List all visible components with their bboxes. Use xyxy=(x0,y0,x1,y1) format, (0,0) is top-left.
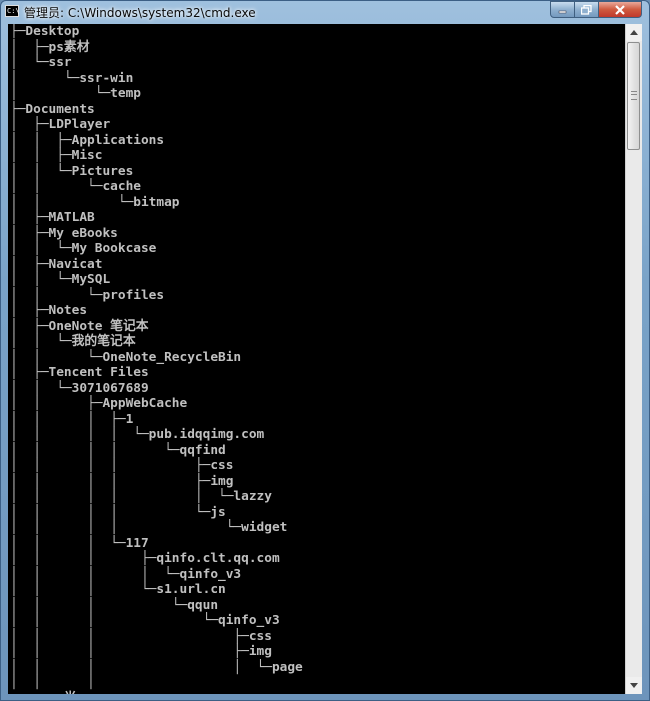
grip-icon xyxy=(631,91,637,100)
console-line: │ │ │ ├─css xyxy=(10,628,272,644)
console-line: │ │ │ │ └─js xyxy=(10,504,226,520)
console-line: │ │ │ │ │ └─lazzy xyxy=(10,489,272,504)
console-line: │ │ └─bitmap xyxy=(10,194,180,210)
console-line: │ ├─Notes xyxy=(10,303,88,318)
console-line: │ │ └─profiles xyxy=(10,287,165,303)
scroll-down-button[interactable] xyxy=(626,677,642,694)
console-line: │ │ │ │ └─pub.idqqimg.com xyxy=(10,427,265,442)
scroll-up-arrow-icon xyxy=(630,30,638,35)
console-line: │ │ │ │ └─qqfind xyxy=(10,442,226,458)
console-line: ├─Desktop xyxy=(10,24,80,39)
console-line: │ ├─OneNote 笔记本 xyxy=(10,318,149,334)
console-line: │ │ └─Pictures xyxy=(10,163,134,179)
console-line: │ │ │ │ ├─img xyxy=(10,473,234,489)
console-line: │ │ ├─Misc xyxy=(10,148,103,163)
console-line: │ │ └─OneNote_RecycleBin xyxy=(10,349,242,365)
console-line: │ ├─Tencent Files xyxy=(10,365,149,380)
scroll-thumb[interactable] xyxy=(627,42,640,150)
console-line: │ │ │ └─s1.url.cn xyxy=(10,582,226,597)
console-line: │ │ ├─AppWebCache xyxy=(10,396,188,411)
console-line: │ │ └─MySQL xyxy=(10,272,111,287)
close-icon xyxy=(615,4,625,15)
scroll-down-arrow-icon xyxy=(630,683,638,688)
console-line: │ │ │ └─qqun xyxy=(10,597,219,613)
console-line: │ │ │ │ └─qinfo_v3 xyxy=(10,566,242,582)
console-line: │ └─temp xyxy=(10,86,141,101)
maximize-icon xyxy=(581,4,592,15)
console-line: │ │ │ ├─1 xyxy=(10,411,134,427)
console-line: │ └─ssr-win xyxy=(10,70,134,86)
minimize-icon xyxy=(558,10,566,13)
console-line: │ │ └─3071067689 xyxy=(10,380,149,396)
cmd-icon[interactable]: C:\ xyxy=(5,5,20,17)
console-line: 半: xyxy=(10,691,625,695)
console-line: │ │ └─我的笔记本 xyxy=(10,334,136,349)
console-line: │ │ │ │ ├─css xyxy=(10,458,234,473)
title-bar[interactable]: C:\ 管理员: C:\Windows\system32\cmd.exe xyxy=(1,1,649,23)
console-line: │ │ └─cache xyxy=(10,179,141,194)
scroll-up-button[interactable] xyxy=(626,24,642,41)
console-line: │ │ │ xyxy=(10,675,95,690)
console-line: │ ├─MATLAB xyxy=(10,210,95,225)
window-controls xyxy=(550,1,642,18)
console-output[interactable]: ├─Desktop│ ├─ps素材│ └─ssr│ └─ssr-win│ └─t… xyxy=(8,24,625,694)
console-line: │ └─ssr xyxy=(10,55,72,70)
console-line: │ │ │ └─qinfo_v3 xyxy=(10,613,280,628)
console-line: │ ├─ps素材 xyxy=(10,39,90,55)
console-line: │ │ │ │ └─widget xyxy=(10,520,288,535)
console-line: │ │ │ │ └─page xyxy=(10,659,303,675)
console-line: │ ├─LDPlayer xyxy=(10,117,111,132)
minimize-button[interactable] xyxy=(550,1,575,18)
console-line: │ ├─Navicat xyxy=(10,256,103,272)
maximize-button[interactable] xyxy=(575,1,599,18)
console-line: ├─Documents xyxy=(10,101,95,117)
console-line: │ │ │ ├─qinfo.clt.qq.com xyxy=(10,551,280,566)
vertical-scrollbar[interactable] xyxy=(625,24,642,694)
console-line: │ │ └─My Bookcase xyxy=(10,241,157,256)
console-line: │ │ │ ├─img xyxy=(10,644,272,659)
console-line: │ ├─My eBooks xyxy=(10,225,118,241)
console-text: ├─Desktop│ ├─ps素材│ └─ssr│ └─ssr-win│ └─t… xyxy=(8,24,625,694)
close-button[interactable] xyxy=(599,1,642,18)
console-line: │ │ ├─Applications xyxy=(10,132,165,148)
console-line: │ │ │ └─117 xyxy=(10,535,149,551)
window-title: 管理员: C:\Windows\system32\cmd.exe xyxy=(24,6,256,20)
